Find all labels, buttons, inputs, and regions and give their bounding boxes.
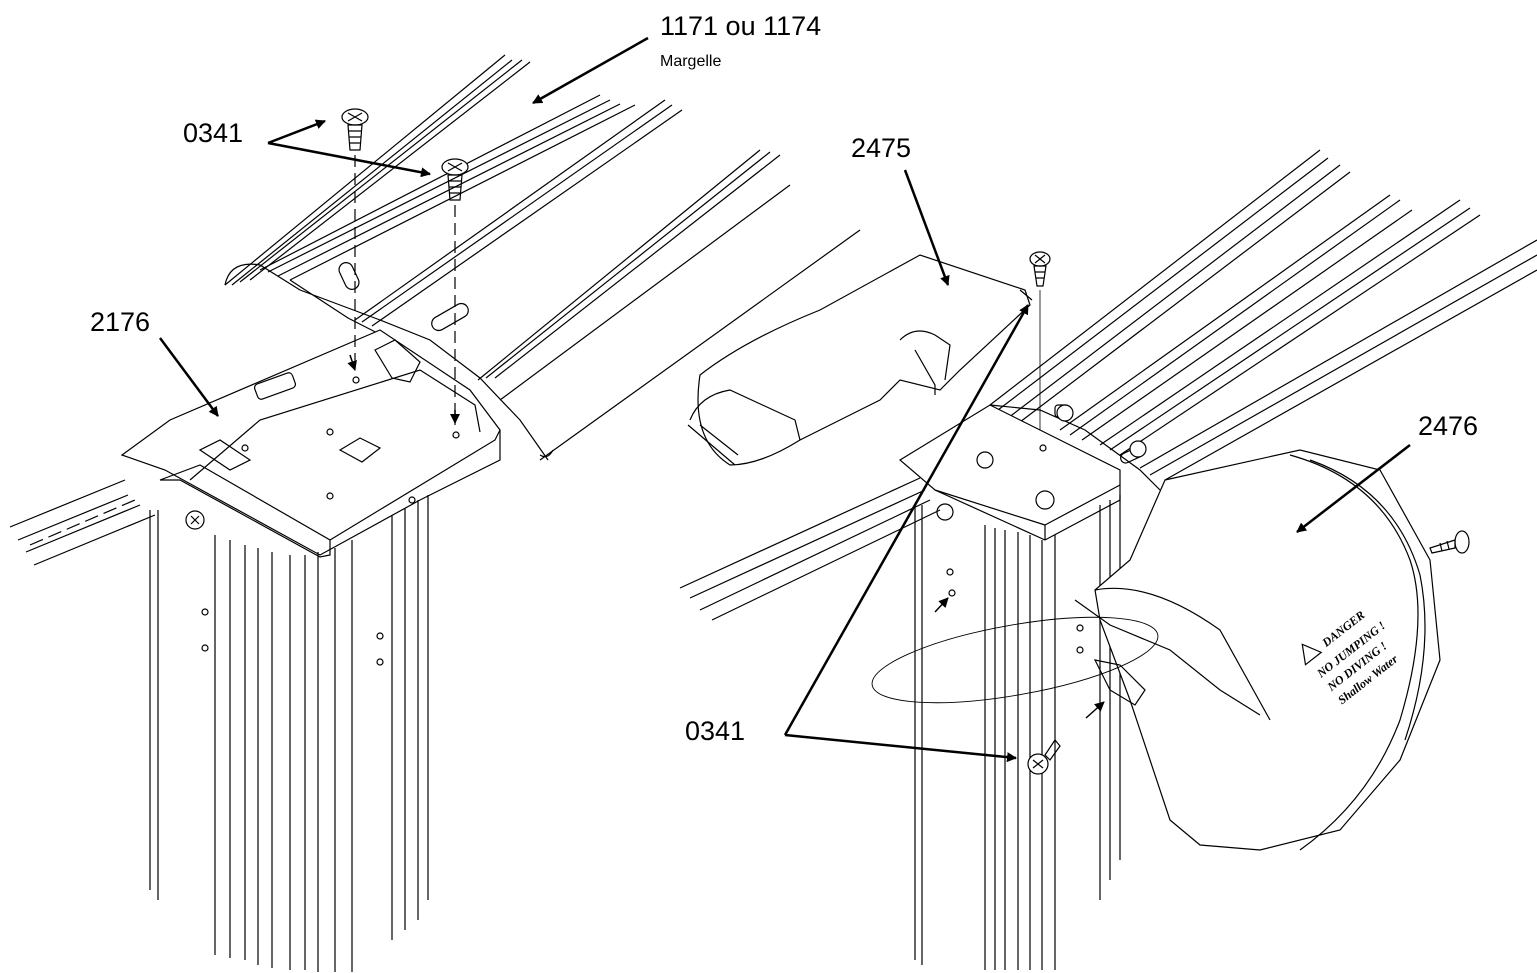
arrow-1171 (532, 36, 649, 105)
arrow-0341-b (267, 141, 431, 178)
arrow-2176 (158, 337, 220, 417)
margelle-rail-right (989, 149, 1537, 491)
base-plate-2176 (120, 329, 501, 558)
screw-0341-left-b (441, 158, 469, 201)
leader-arrows (158, 36, 1411, 763)
screw-2476-right (1429, 530, 1470, 554)
label-0341-bottom: 0341 (685, 716, 745, 746)
lower-rail-left (9, 479, 156, 566)
lower-rail-right (679, 477, 941, 621)
arrow-0341-a (267, 119, 326, 145)
screw-0341-left-a (341, 108, 369, 151)
label-margelle: Margelle (660, 53, 721, 70)
right-assembly: DANGER NO JUMPING ! NO DIVING ! Shallow … (679, 149, 1537, 970)
base-plate-right (898, 404, 1147, 541)
label-0341-top: 0341 (183, 118, 243, 148)
screw-0341-right-side (1027, 738, 1061, 775)
arrow-0341-d (784, 733, 1017, 763)
label-2176: 2176 (90, 307, 150, 337)
arrow-2475 (903, 169, 950, 286)
arrow-0341-c (783, 304, 1030, 736)
upright-post-right (914, 495, 1121, 970)
left-assembly (9, 54, 861, 972)
label-2476: 2476 (1418, 411, 1478, 441)
arrow-2476 (1296, 444, 1411, 533)
upright-post-left (149, 495, 429, 972)
screw-0341-right-top (1029, 251, 1051, 287)
cover-2476 (871, 449, 1441, 851)
end-cap-2475 (687, 254, 1033, 466)
label-2475: 2475 (851, 133, 911, 163)
label-1171: 1171 ou 1174 (660, 11, 821, 41)
